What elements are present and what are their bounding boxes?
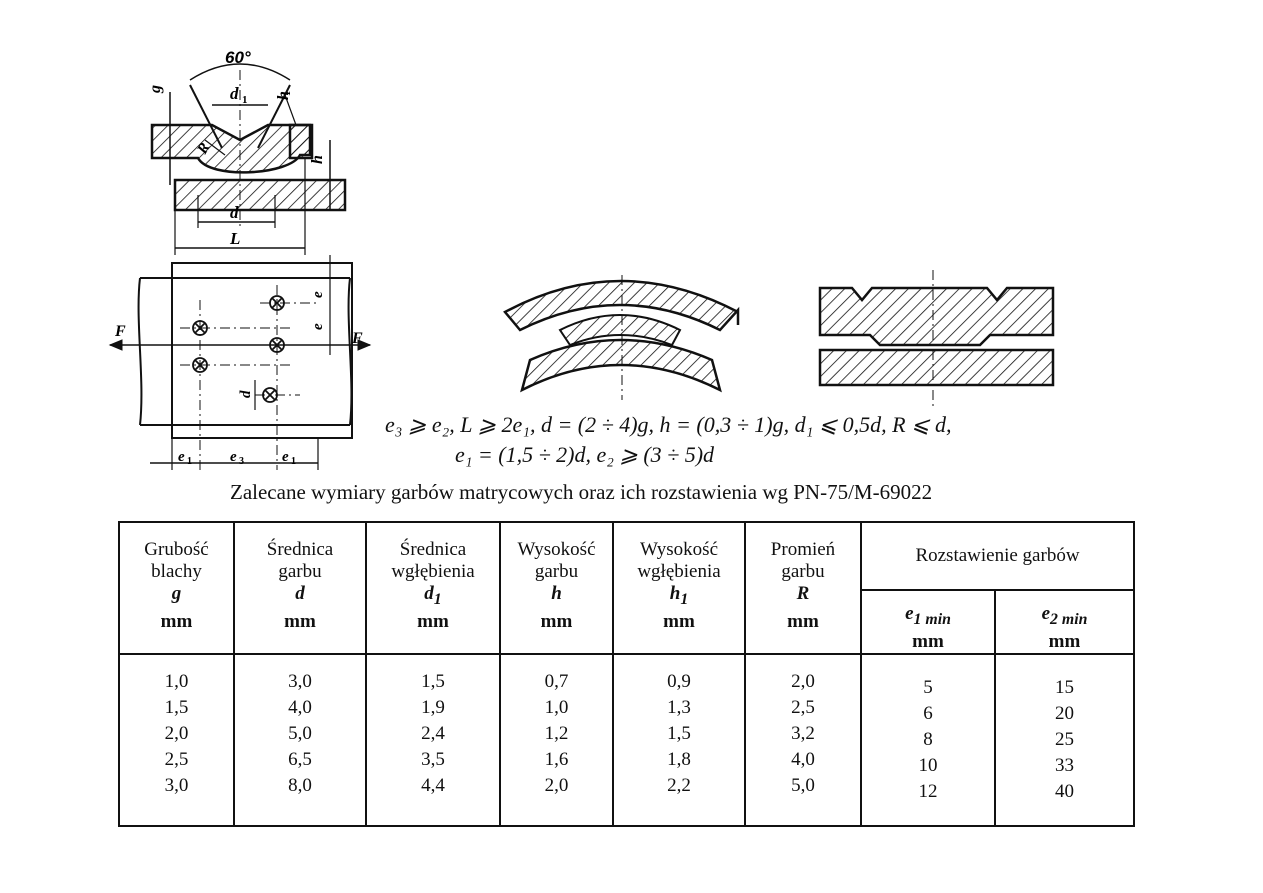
curved-section-drawing (503, 275, 740, 400)
label-e3-bottom-sub: 3 (239, 456, 244, 467)
cross-section-drawing (150, 63, 347, 255)
label-d1: d (230, 84, 239, 103)
lower-sheet (173, 178, 347, 212)
header-recess-height: Wysokość wgłębienia h1 mm (612, 521, 746, 655)
header-boss-radius: Promień garbu R mm (744, 521, 862, 655)
label-e1-left-sub: 1 (187, 456, 192, 467)
label-e3-bottom: e (230, 449, 237, 465)
label-e3-vertical: e (310, 291, 326, 298)
header-e1-min: e1 min mm (860, 589, 996, 655)
header-recess-diameter: Średnica wgłębienia d1 mm (365, 521, 501, 655)
label-h1: h (275, 91, 292, 100)
label-g: g (147, 85, 164, 94)
label-h: h (309, 155, 326, 164)
upper-sheet (150, 123, 312, 174)
formula-line-1: e₃ ⩾ e₂, L ⩾ 2e₁, d = (2 ÷ 4)g, h = (0,3… (385, 412, 952, 437)
label-d1-sub: 1 (242, 94, 248, 106)
angle-label: 60° (225, 48, 251, 67)
plan-view-drawing (108, 255, 372, 470)
table-caption: Zalecane wymiary garbów matrycowych oraz… (230, 480, 933, 504)
label-F-left: F (114, 323, 126, 340)
header-boss-spacing: Rozstawienie garbów (860, 521, 1135, 591)
label-L: L (229, 229, 240, 248)
weld-projections (192, 295, 285, 403)
header-sheet-thickness: Grubość blachy g mm (118, 521, 235, 655)
header-boss-height: Wysokość garbu h mm (499, 521, 614, 655)
label-d-small: d (238, 390, 254, 398)
label-e2-vertical: e (310, 323, 326, 330)
dimensions-table: Grubość blachy g mm Średnica garbu d mm … (118, 521, 1135, 828)
label-e1-right: e (282, 449, 289, 465)
label-d: d (230, 203, 239, 222)
technical-drawings: 60° g d 1 h 1 R h d L F F e e d e (108, 48, 1055, 470)
header-boss-diameter: Średnica garbu d mm (233, 521, 367, 655)
formula-line-2: e₁ = (1,5 ÷ 2)d, e₂ ⩾ (3 ÷ 5)d (455, 442, 715, 467)
label-h1-sub: 1 (282, 91, 293, 96)
label-e1-right-sub: 1 (291, 456, 296, 467)
flat-section-drawing (818, 270, 1055, 410)
label-e1-left: e (178, 449, 185, 465)
label-F-right: F (351, 330, 363, 347)
header-e2-min: e2 min mm (994, 589, 1135, 655)
